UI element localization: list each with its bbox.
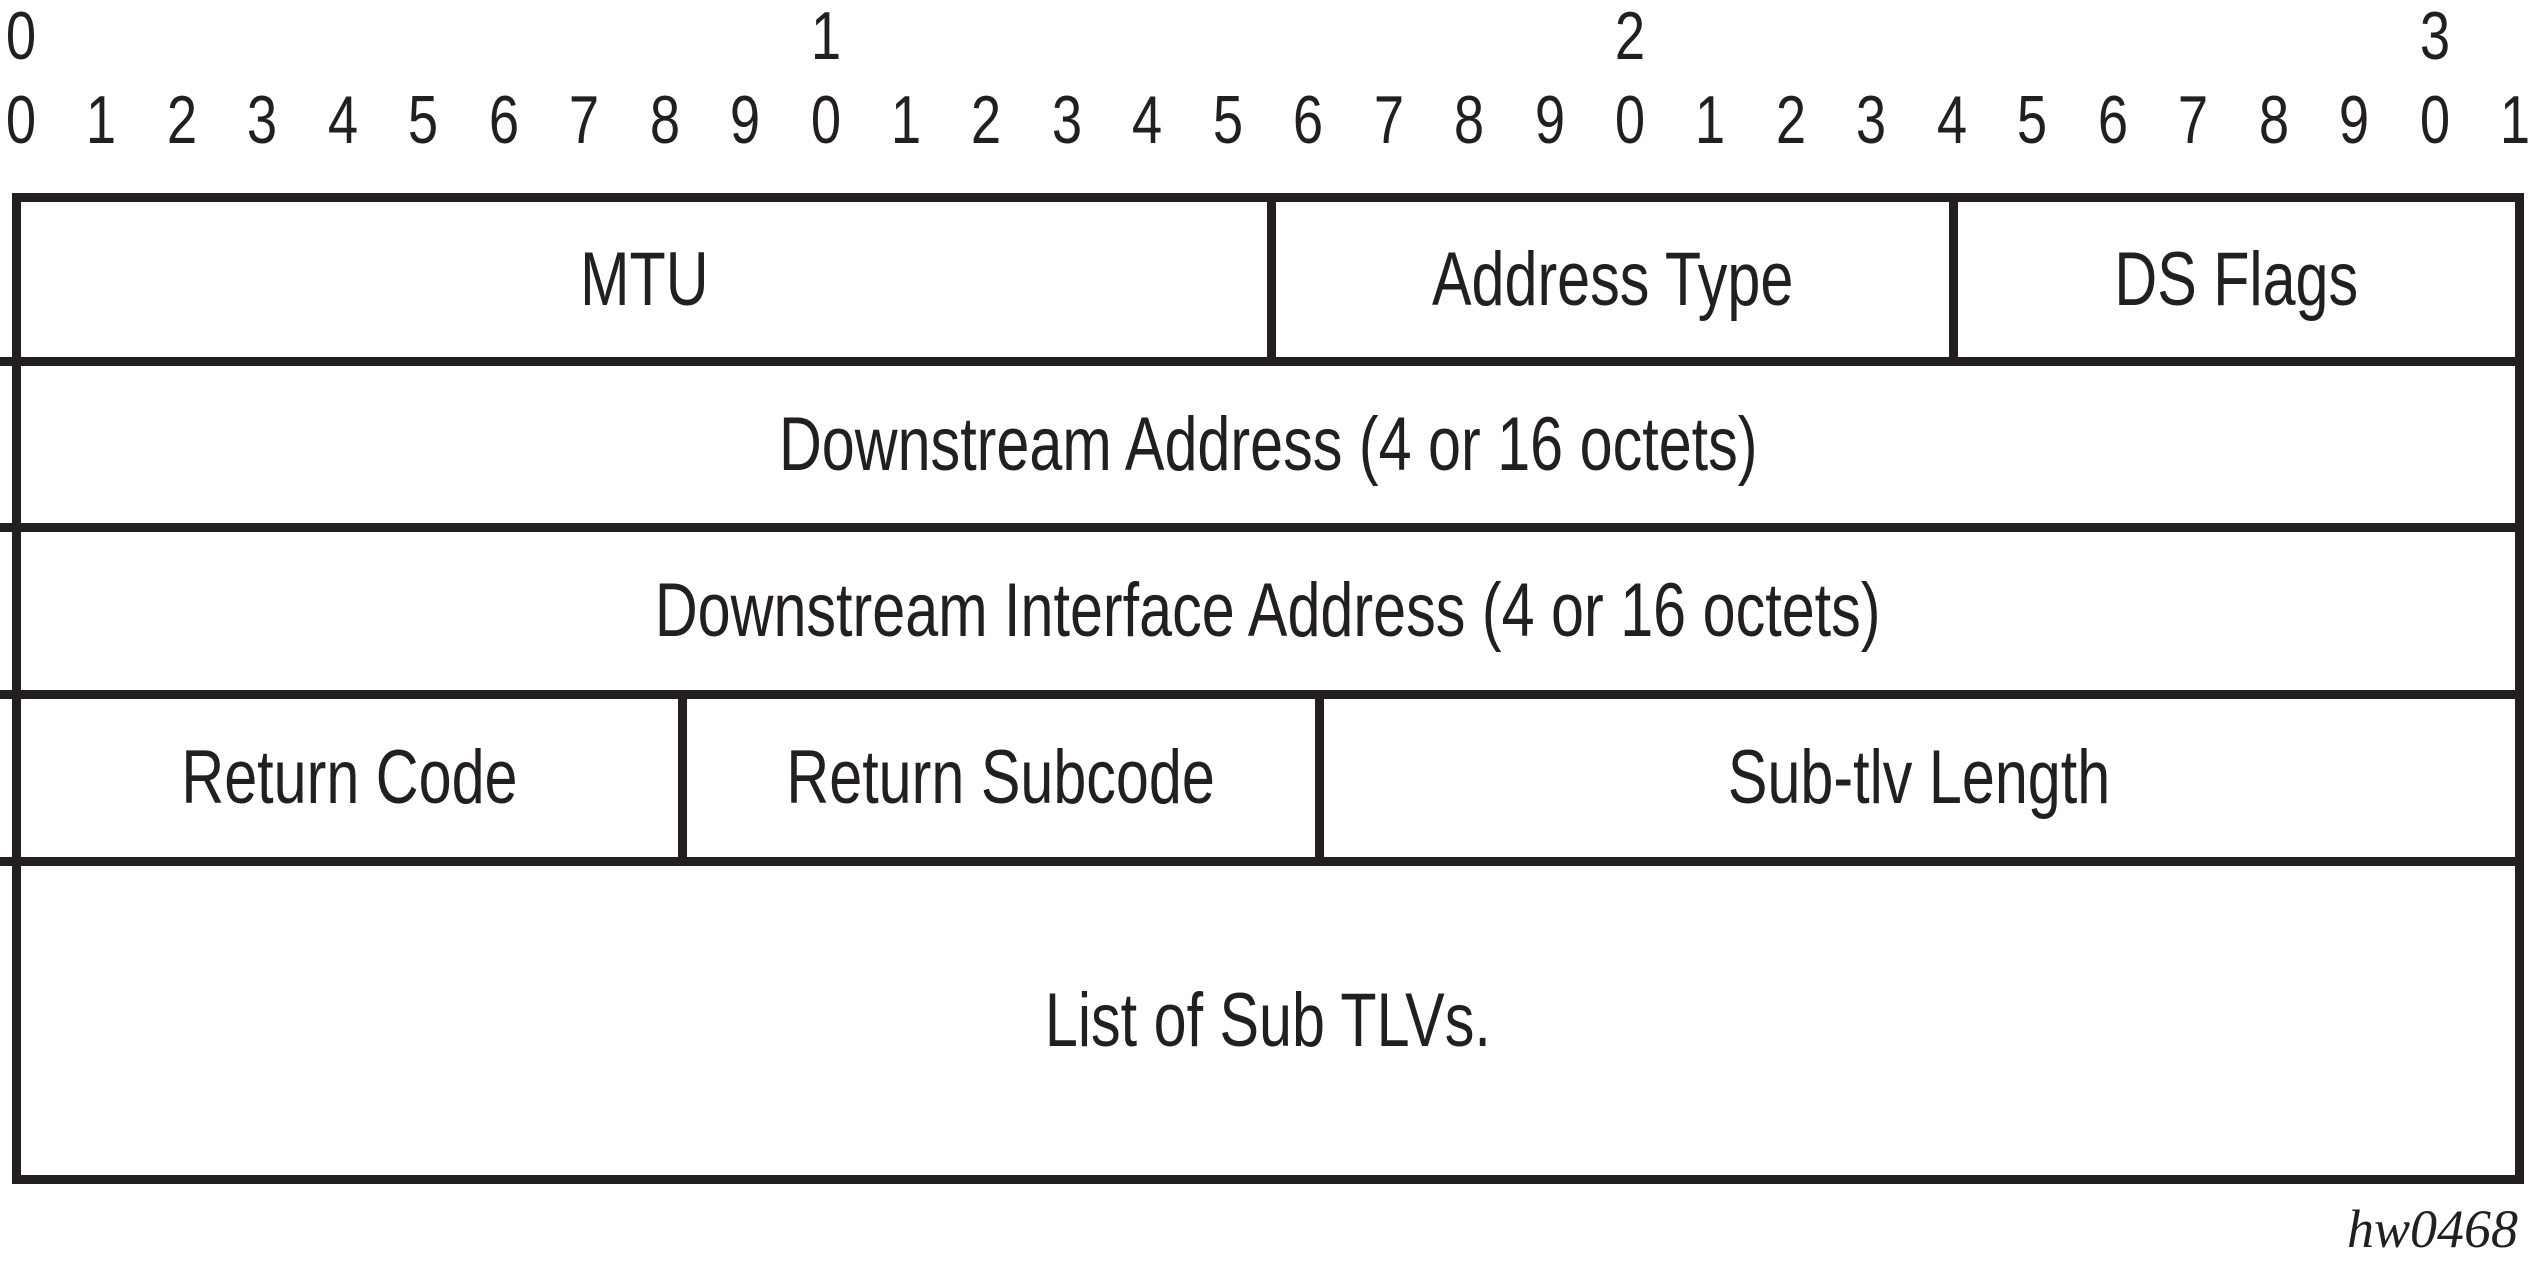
packet-table: MTU Address Type DS Flags Downstream Add… xyxy=(12,193,2524,1184)
bit-index-5: 5 xyxy=(408,82,439,158)
row-divider-overshoot xyxy=(0,357,13,366)
bit-index-20: 0 xyxy=(1614,82,1646,158)
table-row: MTU Address Type DS Flags xyxy=(21,202,2515,366)
bit-tens-marker-0: 0 xyxy=(5,0,37,74)
row-divider-overshoot xyxy=(0,857,13,866)
field-return-subcode: Return Subcode xyxy=(687,699,1324,857)
field-address-type: Address Type xyxy=(1276,202,1958,357)
field-label: List of Sub TLVs. xyxy=(1045,977,1491,1063)
row-divider-overshoot xyxy=(0,690,13,699)
bit-index-26: 6 xyxy=(2097,82,2128,158)
bit-index-23: 3 xyxy=(1856,82,1887,158)
bit-index-21: 1 xyxy=(1695,82,1726,158)
bit-index-12: 2 xyxy=(971,82,1002,158)
bit-index-16: 6 xyxy=(1293,82,1324,158)
field-sub-tlv-length: Sub-tlv Length xyxy=(1324,699,2515,857)
bit-index-31: 1 xyxy=(2499,82,2531,158)
bit-index-25: 5 xyxy=(2017,82,2048,158)
field-label: MTU xyxy=(579,236,709,322)
field-label: Return Code xyxy=(181,735,518,820)
field-list-of-sub-tlvs: List of Sub TLVs. xyxy=(21,866,2515,1175)
field-mtu: MTU xyxy=(21,202,1276,357)
bit-index-19: 9 xyxy=(1534,82,1565,158)
table-row: Downstream Interface Address (4 or 16 oc… xyxy=(21,532,2515,699)
bit-index-8: 8 xyxy=(649,82,680,158)
figure-id-caption: hw0468 xyxy=(2346,1199,2518,1259)
bit-index-17: 7 xyxy=(1373,82,1404,158)
bit-index-4: 4 xyxy=(327,82,358,158)
field-downstream-interface-address: Downstream Interface Address (4 or 16 oc… xyxy=(21,532,2515,690)
bit-index-11: 1 xyxy=(890,82,922,158)
field-label: Address Type xyxy=(1431,236,1794,322)
bit-index-9: 9 xyxy=(729,82,761,158)
field-downstream-address: Downstream Address (4 or 16 octets) xyxy=(21,366,2515,523)
bit-index-22: 2 xyxy=(1775,82,1807,158)
bit-tens-marker-3: 3 xyxy=(2419,0,2450,74)
bit-tens-marker-2: 2 xyxy=(1614,0,1646,74)
field-ds-flags: DS Flags xyxy=(1958,202,2515,357)
bit-index-14: 4 xyxy=(1132,82,1163,158)
table-row: Return Code Return Subcode Sub-tlv Lengt… xyxy=(21,699,2515,866)
bit-index-18: 8 xyxy=(1453,82,1485,158)
bit-index-2: 2 xyxy=(166,82,198,158)
bit-index-28: 8 xyxy=(2258,82,2289,158)
row-divider-overshoot xyxy=(0,523,13,532)
bit-index-29: 9 xyxy=(2338,82,2370,158)
field-label: Downstream Address (4 or 16 octets) xyxy=(778,401,1758,487)
bit-index-27: 7 xyxy=(2178,82,2209,158)
bit-index-24: 4 xyxy=(1936,82,1967,158)
bit-index-10: 0 xyxy=(810,82,841,158)
table-row: Downstream Address (4 or 16 octets) xyxy=(21,366,2515,532)
bit-index-7: 7 xyxy=(569,82,600,158)
bit-index-0: 0 xyxy=(5,82,37,158)
field-label: Sub-tlv Length xyxy=(1728,735,2111,820)
bit-index-13: 3 xyxy=(1051,82,1082,158)
table-row: List of Sub TLVs. xyxy=(21,866,2515,1175)
bit-index-3: 3 xyxy=(247,82,278,158)
bit-tens-marker-1: 1 xyxy=(810,0,841,74)
field-label: DS Flags xyxy=(2114,236,2359,322)
bit-index-1: 1 xyxy=(86,82,117,158)
bit-index-30: 0 xyxy=(2419,82,2450,158)
bit-index-6: 6 xyxy=(488,82,519,158)
field-return-code: Return Code xyxy=(21,699,687,857)
bit-index-15: 5 xyxy=(1212,82,1243,158)
field-label: Downstream Interface Address (4 or 16 oc… xyxy=(655,568,1881,653)
field-label: Return Subcode xyxy=(786,735,1216,820)
